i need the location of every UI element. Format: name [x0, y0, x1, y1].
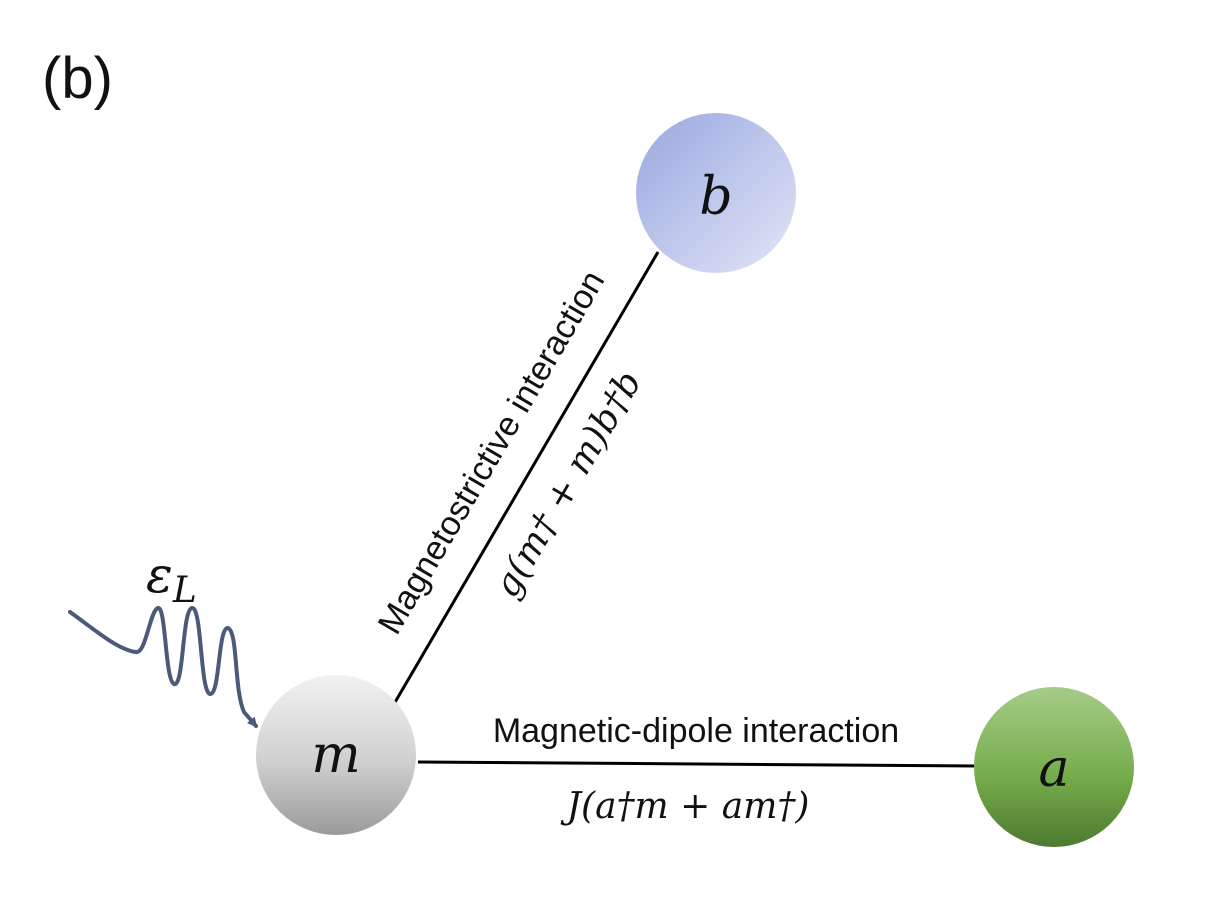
magnetic-dipole-edge: [417, 760, 979, 768]
node-m-label: m: [311, 725, 360, 785]
drive-wave-arrow: [68, 605, 258, 728]
node-a: [974, 687, 1134, 847]
node-a-label: a: [1038, 739, 1069, 799]
drive-symbol-main: ε: [146, 546, 173, 604]
magnetostrictive-edge: [392, 251, 660, 705]
node-b: [636, 113, 796, 273]
drive-symbol: εL: [146, 546, 197, 611]
panel-label: (b): [42, 46, 113, 111]
drive-symbol-subscript: L: [172, 570, 197, 611]
magnetic-dipole-label: Magnetic-dipole interaction: [493, 712, 899, 750]
node-m: [256, 675, 416, 835]
magnetic-dipole-formula: J(a†m + am†): [560, 786, 810, 827]
node-b-label: b: [699, 167, 732, 227]
